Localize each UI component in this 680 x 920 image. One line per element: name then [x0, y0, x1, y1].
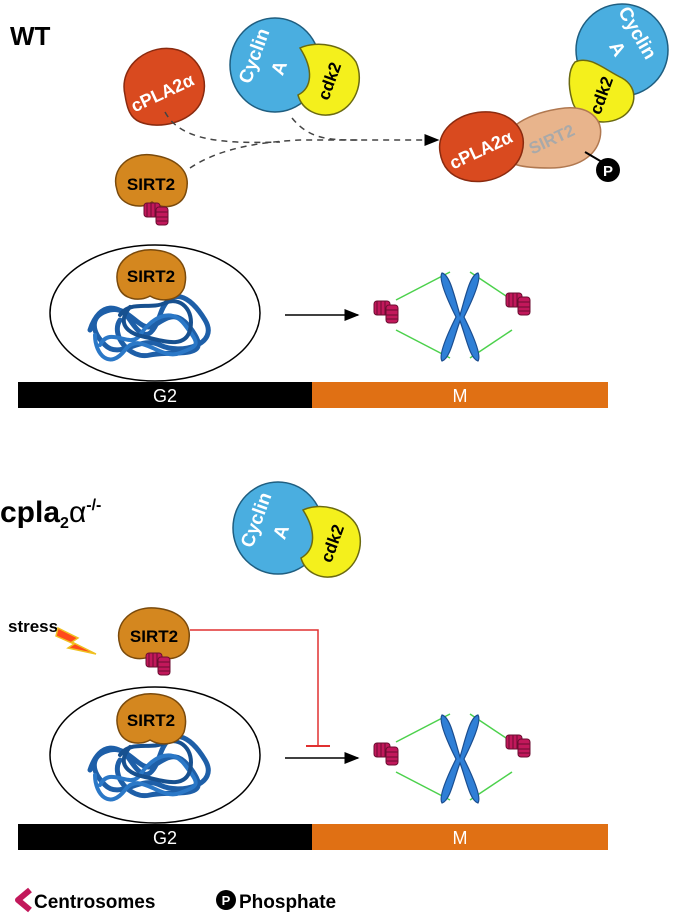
sirt2-label: SIRT2 [127, 267, 175, 286]
g2-phase-label: G2 [153, 828, 177, 848]
mitotic-spindle [395, 713, 513, 801]
chromosome-icon [440, 714, 480, 804]
ko-panel-title: cpla2α-/- [0, 496, 101, 532]
m-phase-label: M [453, 828, 468, 848]
cpla2-sirt2-cyclin-complex: Cyclin A cdk2 SIRT2 cPLA2α P [438, 3, 669, 183]
mitotic-spindle [395, 271, 513, 359]
legend-centrosomes-label: Centrosomes [34, 892, 155, 913]
g2-phase-label: G2 [153, 386, 177, 406]
phosphate-icon [596, 158, 620, 182]
nucleus [49, 686, 261, 824]
m-phase-bar [312, 382, 608, 408]
cpla2-protein: cPLA2α [123, 47, 206, 126]
chromosome-icon [440, 272, 480, 362]
nucleus [49, 244, 261, 382]
phosphate-symbol: P [603, 163, 613, 180]
sirt2-label: SIRT2 [130, 627, 178, 646]
sirt2-label: SIRT2 [127, 711, 175, 730]
centrosome-legend-icon [15, 887, 32, 913]
sirt2-cytoplasmic: SIRT2 [114, 153, 188, 208]
m-phase-label: M [453, 386, 468, 406]
centrosome-icon [373, 742, 399, 766]
cyclin-dashed-arrow [291, 117, 361, 141]
sirt2-nuclear: SIRT2 [116, 693, 187, 745]
centrosome-icon [373, 300, 399, 324]
legend-phosphate-label: Phosphate [239, 892, 336, 913]
cyclin-a-cdk2-complex: Cyclin A cdk2 [232, 481, 362, 578]
cpla2-protein [438, 111, 524, 183]
legend: Centrosomes P Phosphate [15, 887, 336, 913]
m-phase-bar [312, 824, 608, 850]
cyclin-a-cdk2-complex: Cyclin A cdk2 [229, 17, 361, 116]
lightning-icon [55, 626, 97, 655]
sirt2-nuclear: SIRT2 [116, 249, 187, 301]
g2-phase-bar [18, 382, 312, 408]
centrosome-icon [505, 734, 531, 758]
sirt2-dashed-arrow [189, 134, 440, 169]
sirt2-cytoplasmic: SIRT2 [117, 607, 190, 660]
cpla2-dashed-arrow [164, 111, 281, 144]
phosphate-legend-icon [216, 890, 236, 910]
wt-panel-title: WT [10, 21, 51, 51]
phosphate-bond [584, 151, 603, 163]
g2-phase-bar [18, 824, 312, 850]
stress-label: stress [8, 617, 58, 636]
cdk2-protein [568, 59, 635, 123]
sirt2-label: SIRT2 [127, 175, 175, 194]
legend-phosphate-symbol: P [222, 893, 231, 908]
centrosome-icon [505, 292, 531, 316]
inhibition-line [190, 629, 319, 745]
cdk2-protein [300, 505, 362, 578]
cdk2-protein [297, 43, 361, 116]
sirt2-protein [501, 107, 602, 169]
